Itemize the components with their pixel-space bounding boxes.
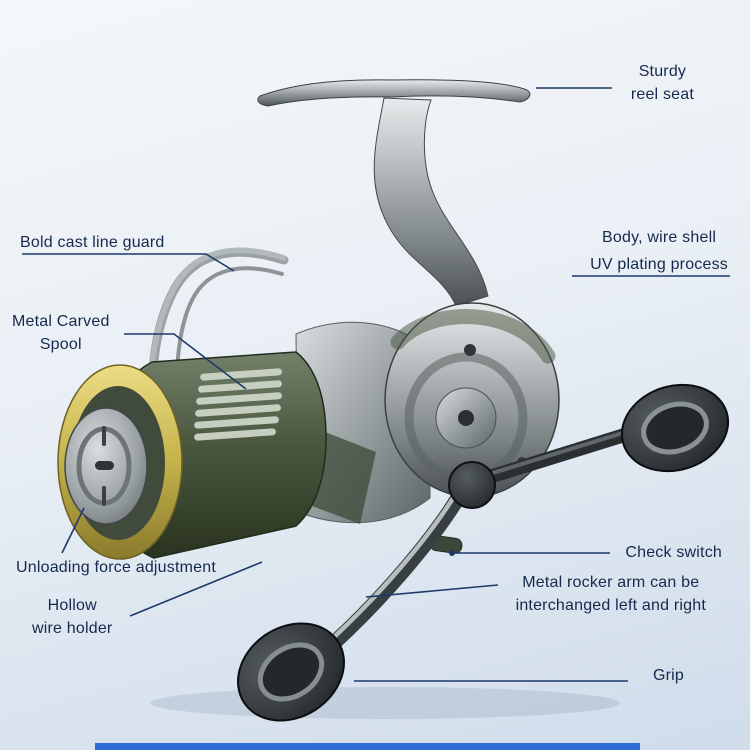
grip-lower [237, 622, 345, 722]
rocker-arm-upper [463, 422, 651, 490]
leader-unloading-force [61, 507, 85, 554]
callout-line: Sturdy [638, 63, 687, 80]
callout-line: Grip [652, 667, 684, 684]
leader-wire-holder [129, 561, 263, 617]
callout-hollow-wire-holder: Hollow wire holder [32, 594, 112, 640]
callout-line: interchanged left and right [515, 597, 706, 615]
grip-upper [620, 383, 730, 473]
callout-line: Bold cast line guard [20, 234, 165, 251]
bottom-accent-bar [95, 743, 640, 750]
leader-line-guard [22, 253, 235, 272]
reel-stem [373, 97, 489, 307]
callout-line: Unloading force adjustment [16, 559, 216, 576]
callout-line: Hollow [47, 597, 97, 614]
callout-line: Body, wire shell [602, 229, 717, 246]
callout-check-switch: Check switch [625, 541, 722, 564]
callout-line: Check switch [625, 544, 722, 561]
callout-line: reel seat [630, 86, 694, 104]
callout-line: wire holder [32, 620, 113, 638]
leader-dot-check-switch [449, 550, 455, 556]
rocker-arm-lower [316, 490, 466, 660]
callout-line: UV plating process [590, 256, 728, 274]
callout-line: Metal rocker arm can be [522, 574, 700, 591]
leader-rocker-arm [365, 584, 499, 598]
leader-metal-spool [124, 333, 247, 390]
arm-joint [448, 461, 496, 509]
callout-metal-rocker-arm: Metal rocker arm can be interchanged lef… [516, 571, 706, 617]
callout-unloading-force: Unloading force adjustment [16, 556, 216, 579]
callout-metal-carved-spool: Metal Carved Spool [12, 310, 110, 356]
callout-bold-cast-line-guard: Bold cast line guard [20, 231, 165, 254]
callout-line: Metal Carved [12, 313, 110, 330]
callout-body-wire-shell: Body, wire shell UV plating process [590, 224, 728, 278]
reel-foot [257, 79, 531, 107]
spool-carved-vents [194, 368, 282, 441]
callout-sturdy-reel-seat: Sturdy reel seat [631, 60, 694, 106]
body-screw [464, 344, 476, 356]
callout-line: Spool [39, 336, 82, 354]
rotor-shade [312, 430, 376, 524]
callout-grip: Grip [653, 664, 684, 687]
